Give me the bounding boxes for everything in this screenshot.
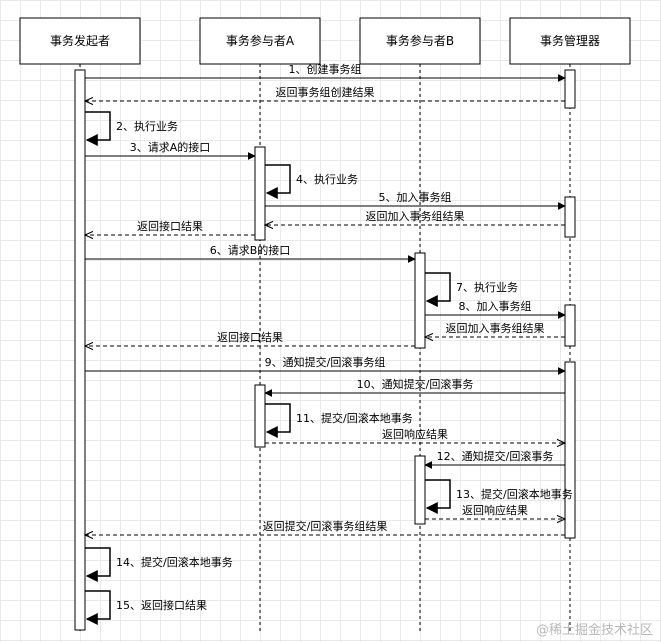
participant-box xyxy=(359,17,481,65)
message-m20: 返回响应结果 xyxy=(425,503,565,519)
participant-b: 事务参与者B xyxy=(359,17,481,65)
message-m18: 12、通知提交/回滚事务 xyxy=(424,449,565,469)
message-label: 返回提交/回滚事务组结果 xyxy=(263,519,388,533)
activation-bar-b xyxy=(414,455,426,525)
message-label: 4、执行业务 xyxy=(296,172,358,186)
message-m16: 11、提交/回滚本地事务 xyxy=(265,403,413,438)
participant-initiator: 事务发起者 xyxy=(19,17,141,65)
message-label: 12、通知提交/回滚事务 xyxy=(437,449,554,463)
self-call-arrow xyxy=(265,403,291,438)
message-label: 7、执行业务 xyxy=(456,280,518,294)
message-label: 返回加入事务组结果 xyxy=(366,209,465,223)
message-m2: 返回事务组创建结果 xyxy=(85,85,565,101)
message-m10: 7、执行业务 xyxy=(425,272,518,307)
message-label: 15、返回接口结果 xyxy=(116,599,207,612)
message-label: 2、执行业务 xyxy=(116,119,178,133)
self-call-arrow xyxy=(425,272,451,307)
message-label: 11、提交/回滚本地事务 xyxy=(296,411,413,425)
message-label: 5、加入事务组 xyxy=(379,190,452,204)
message-m12: 返回加入事务组结果 xyxy=(425,321,565,337)
message-m14: 9、通知提交/回滚事务组 xyxy=(85,355,566,375)
participant-label: 事务参与者A xyxy=(226,33,295,48)
participant-box xyxy=(19,17,141,65)
activation-bar-b xyxy=(414,252,426,349)
activation-bar-initiator xyxy=(74,69,86,631)
message-label: 14、提交/回滚本地事务 xyxy=(116,555,233,569)
self-call-arrow xyxy=(85,590,111,625)
message-m6: 5、加入事务组 xyxy=(265,190,566,210)
message-label: 8、加入事务组 xyxy=(459,299,532,313)
activation-bar-manager xyxy=(564,304,576,347)
message-m13: 返回接口结果 xyxy=(85,331,415,346)
message-m15: 10、通知提交/回滚事务 xyxy=(264,377,565,397)
message-label: 10、通知提交/回滚事务 xyxy=(357,377,474,391)
message-m1: 1、创建事务组 xyxy=(85,62,566,82)
message-label: 返回事务组创建结果 xyxy=(276,85,375,99)
activation-bar-a xyxy=(254,146,266,241)
message-m9: 6、请求B的接口 xyxy=(85,243,416,263)
message-m4: 3、请求A的接口 xyxy=(85,140,256,160)
message-m5: 4、执行业务 xyxy=(265,164,358,199)
participant-label: 事务管理器 xyxy=(540,33,600,48)
participant-label: 事务参与者B xyxy=(386,33,454,48)
watermark: @稀土掘金技术社区 xyxy=(535,623,653,638)
message-m22: 14、提交/回滚本地事务 xyxy=(85,547,233,582)
message-label: 返回接口结果 xyxy=(137,220,203,233)
message-m3: 2、执行业务 xyxy=(85,111,178,146)
message-label: 返回响应结果 xyxy=(382,427,448,441)
participant-a: 事务参与者A xyxy=(199,17,321,65)
self-call-arrow xyxy=(85,547,111,582)
participant-manager: 事务管理器 xyxy=(509,17,631,65)
activation-bar-manager xyxy=(564,196,576,238)
activation-bar-manager xyxy=(564,361,576,539)
message-m19: 13、提交/回滚本地事务 xyxy=(425,479,573,514)
participant-box xyxy=(199,17,321,65)
message-m23: 15、返回接口结果 xyxy=(85,590,207,625)
message-m21: 返回提交/回滚事务组结果 xyxy=(85,519,565,535)
participant-box xyxy=(509,17,631,65)
activation-bar-manager xyxy=(564,69,576,109)
message-label: 返回响应结果 xyxy=(462,503,528,517)
message-label: 1、创建事务组 xyxy=(289,62,362,76)
message-label: 3、请求A的接口 xyxy=(130,140,211,154)
message-m11: 8、加入事务组 xyxy=(425,299,566,319)
message-label: 9、通知提交/回滚事务组 xyxy=(265,355,386,369)
participant-label: 事务发起者 xyxy=(50,33,110,48)
activation-bar-a xyxy=(254,384,266,448)
message-label: 6、请求B的接口 xyxy=(210,243,291,257)
message-m7: 返回加入事务组结果 xyxy=(265,209,565,225)
self-call-arrow xyxy=(85,111,111,146)
self-call-arrow xyxy=(265,164,291,199)
message-m17: 返回响应结果 xyxy=(265,427,565,443)
message-label: 13、提交/回滚本地事务 xyxy=(456,487,573,501)
message-label: 返回接口结果 xyxy=(217,331,283,344)
self-call-arrow xyxy=(425,479,451,514)
message-m8: 返回接口结果 xyxy=(85,220,255,235)
message-label: 返回加入事务组结果 xyxy=(446,321,545,335)
